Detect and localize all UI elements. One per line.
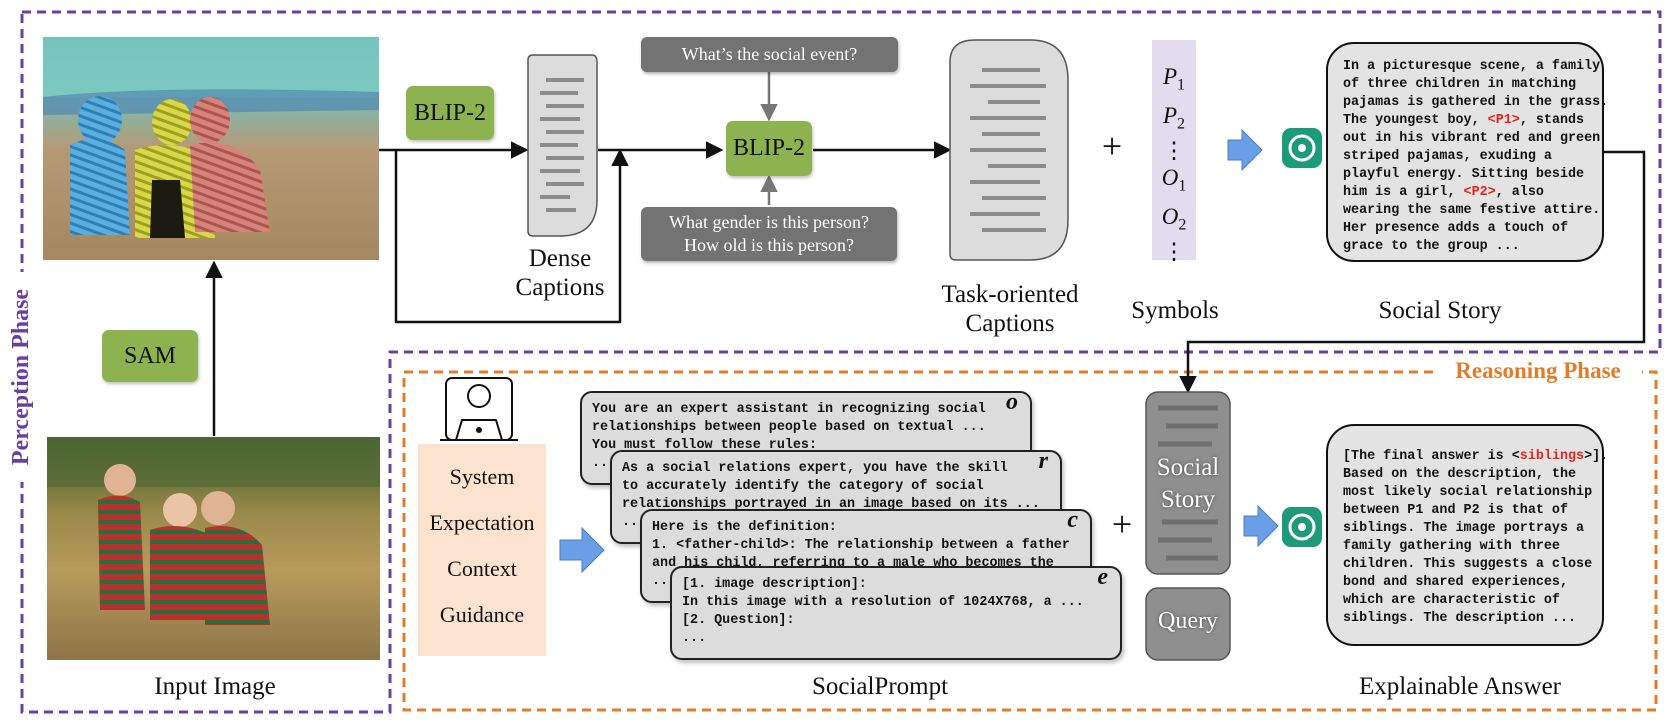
question-social-event: What’s the social event? [641,37,898,72]
siblings-tag: siblings [1519,449,1585,464]
sam-box: SAM [102,330,198,382]
blue-arrow-prompt [559,526,605,574]
input-photo [47,437,380,660]
question-line: How old is this person? [684,235,854,255]
symbol-o1: O1 [1161,165,1187,195]
question-text: What’s the social event? [681,44,858,64]
symbol-p2: P2 [1162,102,1186,133]
input-image-label: Input Image [154,673,276,700]
plus-sign: + [1111,504,1133,544]
symbol-dots: ⋮ [1162,239,1186,265]
question-line: What gender is this person? [669,212,869,232]
explainable-answer-label: Explainable Answer [1358,673,1562,700]
query-block [1145,587,1231,661]
context-label: Context [447,556,517,581]
prompt-card-e: e [1. image description]: In this image … [670,566,1122,660]
guidance-label: Guidance [439,602,525,627]
social-story-label: Social Story [1378,297,1502,324]
question-gender-age: What gender is this person? How old is t… [641,207,897,261]
symbols-strip [1152,40,1196,260]
social-story-box: In a picturesque scene, a family of thre… [1326,42,1608,262]
person-laptop-icon [440,377,518,441]
symbol-o2: O2 [1161,203,1187,234]
blue-arrow-story [1227,128,1263,172]
answer-box: [The final answer is <siblings>]. Based … [1326,424,1608,646]
chatgpt-icon [1282,128,1322,168]
query-label: Query [1158,608,1218,634]
social-prompt-label: SocialPrompt [811,673,949,700]
symbols-label: Symbols [1131,297,1219,324]
reasoning-phase-title: Reasoning Phase [1434,358,1642,388]
p1-tag: <P1> [1487,113,1520,128]
task-captions-doc [949,39,1069,261]
p2-tag: <P2> [1463,185,1496,200]
blip2-box-first: BLIP-2 [406,86,494,140]
system-panel: System Expectation Context Guidance [418,444,546,656]
chatgpt-icon-answer [1282,507,1322,547]
symbols-list: P1 P2 ⋮ O1 O2 ⋮ [1152,62,1196,264]
expectation-label: Expectation [429,510,535,535]
symbol-p1: P1 [1162,64,1186,94]
dense-captions-doc [527,54,598,237]
segmented-image [43,37,379,260]
blip2-box-second: BLIP-2 [726,121,812,176]
perception-phase-title: Perception Phase [8,272,38,482]
plus-sign: + [1101,126,1123,166]
blue-arrow-answer [1243,504,1279,548]
system-label: System [449,464,515,489]
story-block [1145,391,1231,575]
symbol-dots: ⋮ [1162,138,1186,164]
